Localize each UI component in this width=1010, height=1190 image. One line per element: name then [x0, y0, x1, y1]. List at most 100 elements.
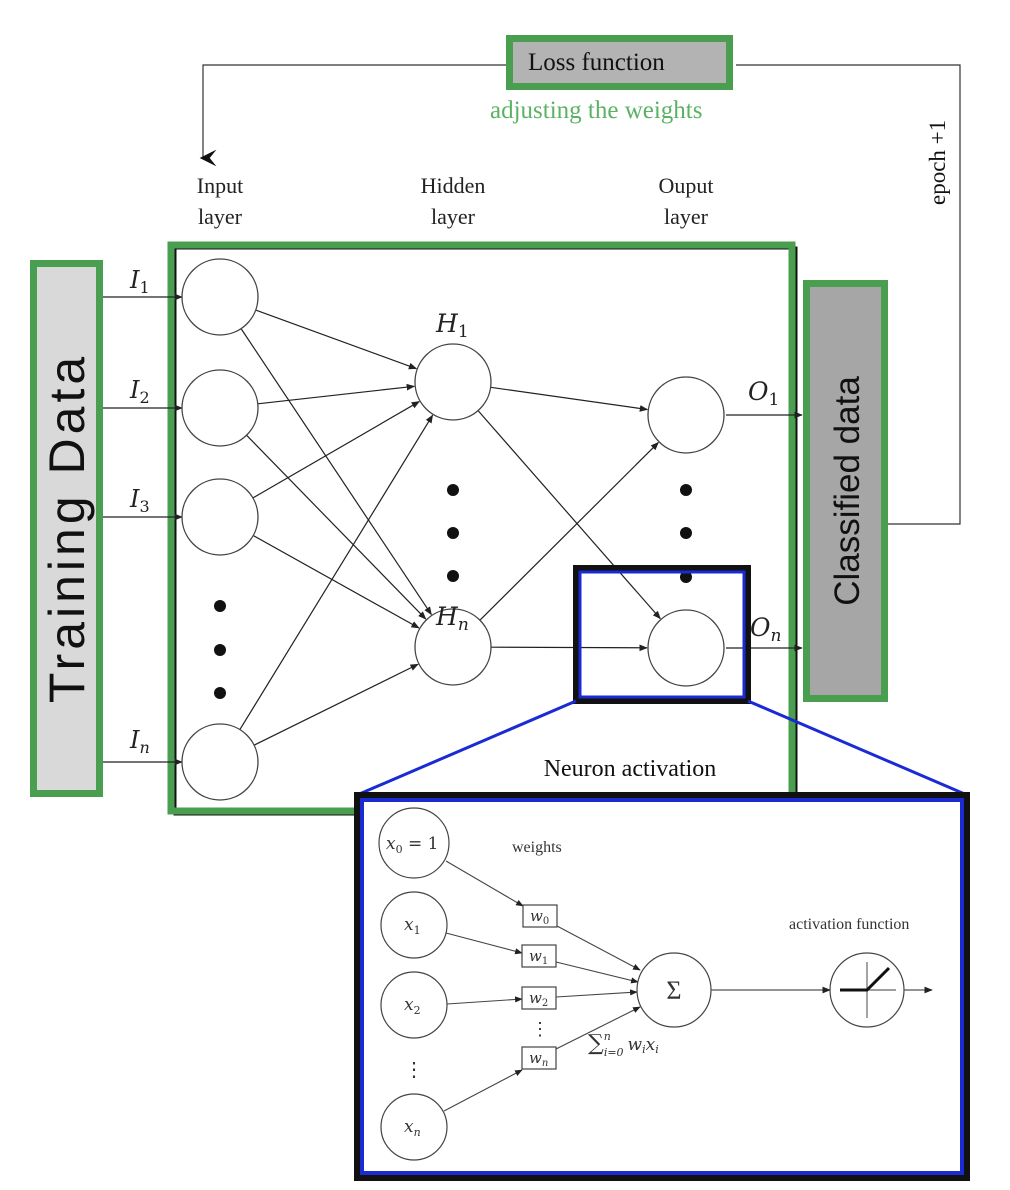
activation-function-label: activation function [789, 916, 909, 933]
classified-data-box: Classified data [803, 280, 888, 702]
w-vdots: ⋮ [531, 1019, 549, 1039]
neuron-activation-title: Neuron activation [544, 756, 717, 782]
edge-input3-hidden2 [252, 534, 420, 629]
hidden-label-n: Hn [435, 602, 469, 635]
input-neuron-2 [181, 369, 259, 447]
hidden-layer-heading-1: Hidden [421, 173, 486, 198]
panel-edges [443, 860, 641, 1112]
loss-to-input-arrow [199, 64, 506, 167]
output-ellipsis-dot-1 [680, 484, 692, 496]
output-layer-heading-2: layer [664, 204, 709, 229]
xn-label: xn [404, 1117, 421, 1139]
input-ellipsis-dot-3 [214, 687, 226, 699]
x2-label: x2 [404, 995, 421, 1017]
w0-label: w0 [530, 907, 549, 927]
x0-label: x0 = 1 [386, 834, 438, 856]
x1-node [380, 891, 448, 959]
input-label-2: I2 [129, 376, 150, 407]
output-neuron-2 [647, 609, 725, 687]
input-lines [103, 293, 183, 766]
output-arrows [726, 411, 803, 652]
edge-x1-w1 [445, 932, 523, 955]
input-neuron-3 [181, 478, 259, 556]
edge-x2-w2 [446, 996, 523, 1005]
adjusting-weights-caption: adjusting the weights [490, 97, 702, 124]
edge-w1-sum [555, 961, 639, 984]
input-ellipsis-dot-1 [214, 600, 226, 612]
network-edges [239, 309, 661, 746]
w2-label: w2 [529, 989, 548, 1009]
panel-x-nodes: x0 = 1 x1 x2 xn ⋮ [378, 807, 450, 1161]
output-neuron-1 [647, 376, 725, 454]
xn-node [380, 1093, 448, 1161]
edge-input1-hidden2 [240, 328, 432, 616]
epoch-label: epoch +1 [925, 120, 950, 205]
edge-hidden1-output2 [477, 410, 661, 620]
x2-node [380, 971, 448, 1039]
network-box [167, 241, 798, 816]
w0-box [522, 904, 558, 928]
edge-input2-hidden2 [246, 434, 427, 620]
classified-data-label: Classified data [828, 376, 867, 606]
zoom-connectors [356, 699, 968, 797]
input-label-n: In [129, 726, 150, 757]
hidden-neuron-2 [414, 608, 492, 686]
output-label-1: O1 [748, 377, 779, 410]
neurons [181, 258, 725, 801]
panel-weight-boxes: w0 w1 w2 wn ⋮ [521, 904, 558, 1070]
zoom-highlight-box [573, 565, 751, 704]
edge-x0-w0 [445, 860, 524, 907]
output-label-n: On [750, 613, 781, 646]
loss-function-box: Loss function [506, 35, 733, 90]
hidden-ellipsis-dot-3 [447, 570, 459, 582]
edge-xn-wn [443, 1069, 523, 1112]
hidden-neuron-1 [414, 343, 492, 421]
classified-to-loss-line [736, 64, 961, 525]
hidden-label-1: H1 [435, 309, 469, 342]
ellipsis-dots [214, 484, 692, 699]
output-ellipsis-dot-3 [680, 571, 692, 583]
edge-input2-hidden1 [257, 383, 416, 405]
relu-icon [840, 966, 891, 992]
hidden-ellipsis-dot-1 [447, 484, 459, 496]
edge-input3-hidden1 [252, 401, 420, 499]
loss-function-label: Loss function [528, 49, 665, 76]
training-data-label: Training Data [39, 353, 95, 703]
hidden-ellipsis-dot-2 [447, 527, 459, 539]
w1-box [521, 944, 557, 968]
input-layer-heading-2: layer [198, 204, 243, 229]
layer-headings: Input layer Hidden layer Ouput layer [197, 173, 714, 229]
edge-input1-hidden1 [255, 309, 418, 370]
edge-w0-sum [556, 925, 641, 971]
sum-symbol: Σ [666, 976, 681, 1005]
edge-hidden2-output1 [479, 441, 659, 621]
training-data-box: Training Data [30, 260, 103, 797]
hidden-layer-heading-2: layer [431, 204, 476, 229]
edge-input4-hidden1 [239, 414, 434, 730]
edge-w2-sum [555, 989, 638, 998]
edge-hidden1-output1 [490, 386, 649, 412]
input-neuron-4 [181, 723, 259, 801]
feedback-loop [199, 64, 961, 525]
w2-box [521, 986, 557, 1010]
x-vdots: ⋮ [404, 1059, 424, 1081]
weights-label: weights [512, 839, 562, 856]
summation-node: Σ [636, 952, 712, 1028]
output-layer-heading-1: Ouput [659, 173, 714, 198]
input-ellipsis-dot-2 [214, 644, 226, 656]
x0-node [378, 807, 450, 879]
input-neuron-1 [181, 258, 259, 336]
node-labels: I1 I2 I3 In H1 Hn O1 On [129, 266, 781, 757]
x1-label: x1 [404, 915, 421, 937]
input-label-3: I3 [129, 485, 150, 516]
edge-hidden2-output2 [490, 644, 648, 652]
w1-label: w1 [529, 947, 548, 967]
edge-input4-hidden2 [253, 663, 419, 746]
activation-function-node [829, 952, 905, 1028]
wn-box [521, 1046, 557, 1070]
input-layer-heading-1: Input [197, 173, 243, 198]
output-ellipsis-dot-2 [680, 527, 692, 539]
wn-label: wn [529, 1049, 548, 1069]
